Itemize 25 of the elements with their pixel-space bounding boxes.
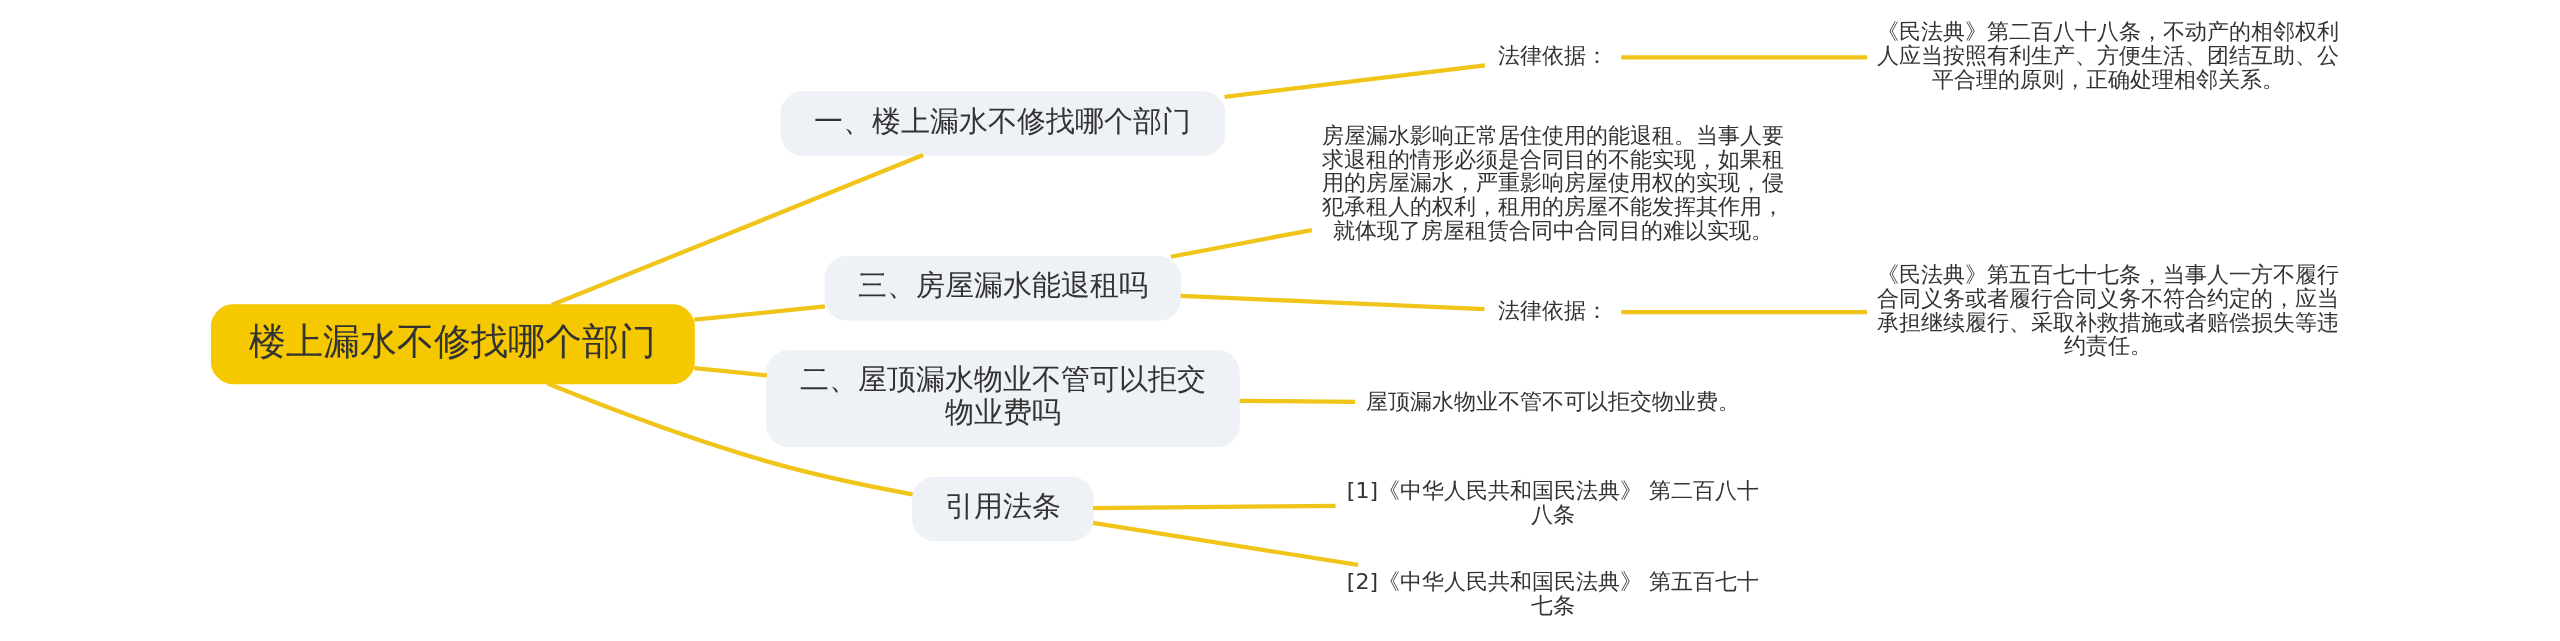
connector bbox=[1092, 520, 1358, 568]
node-text: 《民法典》第五百七十七条，当事人一方不履行合同义务或者履行合同义务不符合约定的，应当承担继续履行、采取补救措施或者赔偿损失等违约责任。 bbox=[1876, 262, 2339, 359]
connector bbox=[1169, 227, 1312, 259]
node-text: 屋顶漏水物业不管不可以拒交物业费。 bbox=[1365, 389, 1740, 415]
connector bbox=[1180, 293, 1485, 312]
connector bbox=[693, 304, 825, 322]
node-text: [2]《中华人民共和国民法典》 第五百七十七条 bbox=[1346, 569, 1759, 619]
node-text: 法律依据： bbox=[1497, 297, 1608, 323]
node-box: 一、楼上漏水不修找哪个部门 bbox=[780, 91, 1225, 156]
node-box: 楼上漏水不修找哪个部门 bbox=[210, 304, 695, 385]
node-box: 二、屋顶漏水物业不管可以拒交物业费吗 bbox=[765, 350, 1240, 447]
node-box: 引用法条 bbox=[911, 476, 1094, 542]
node-text: 法律依据： bbox=[1497, 43, 1608, 69]
connector bbox=[1223, 63, 1485, 100]
connector bbox=[1239, 398, 1355, 404]
connector bbox=[1092, 503, 1336, 511]
connector bbox=[1620, 309, 1867, 315]
connector bbox=[546, 381, 913, 497]
node-box: 三、房屋漏水能退租吗 bbox=[824, 256, 1181, 321]
node-text: 《民法典》第二百八十八条，不动产的相邻权利人应当按照有利生产、方便生活、团结互助、公平合理的原则，正确处理相邻关系。 bbox=[1876, 19, 2339, 92]
node-text: 房屋漏水影响正常居住使用的能退租。当事人要求退租的情形必须是合同目的不能实现，如果租用的房屋漏水，严重影响房屋使用权的实现，侵犯承租人的权利，租用的房屋不能发挥其作用，就体现了房屋租赁合同中合同目的难以实现。 bbox=[1321, 122, 1784, 243]
connector bbox=[1620, 55, 1867, 60]
connector bbox=[550, 153, 924, 308]
connector bbox=[693, 366, 767, 378]
node-text: [1]《中华人民共和国民法典》 第二百八十八条 bbox=[1346, 477, 1759, 527]
